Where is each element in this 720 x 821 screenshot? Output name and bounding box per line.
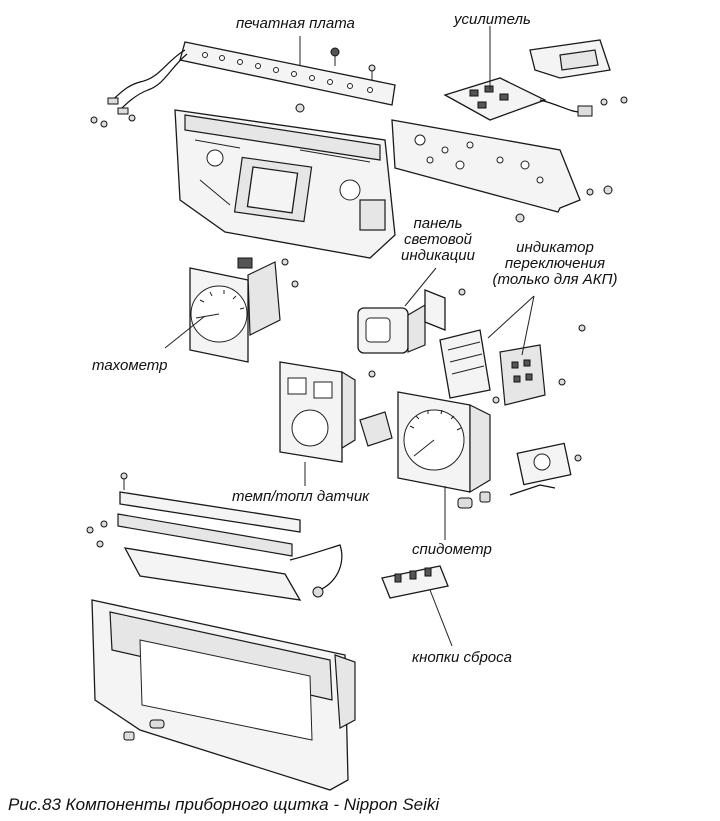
printed-circuit-board [90,41,396,128]
speedometer-label: спидометр [412,541,492,558]
indicator-light-panel [357,288,466,354]
temp-fuel-gauge [279,361,393,463]
front-lens [91,599,356,791]
shift-indicator-label-2: переключения [504,255,606,272]
tachometer-assembly [189,257,299,363]
indicator-panel-label-3: индикации [401,247,475,264]
amplifier [443,77,628,121]
main-housing [174,103,396,259]
amplifier-label: усилитель [454,11,531,28]
reset-buttons-label: кнопки сброса [412,649,512,666]
reset-buttons-part [381,565,449,599]
lower-light-bars [86,472,343,601]
shift-indicator-label-3: (только для АКП) [492,271,618,288]
tachometer-label: тахометр [92,357,168,374]
rear-circuit-plate [391,119,613,223]
shift-indicator [439,324,586,406]
figure-caption: Рис.83 Компоненты приборного щитка - Nip… [8,795,440,814]
temp-fuel-sensor-label: темп/топл датчик [232,488,370,505]
indicator-panel-label-1: панель [413,215,463,232]
top-right-bracket [529,39,611,79]
leader-lines [164,26,535,647]
pcb-label: печатная плата [236,15,355,32]
speedometer-assembly [397,391,582,509]
indicator-panel-label-2: световой [403,231,473,248]
shift-indicator-label-1: индикатор [516,239,594,256]
